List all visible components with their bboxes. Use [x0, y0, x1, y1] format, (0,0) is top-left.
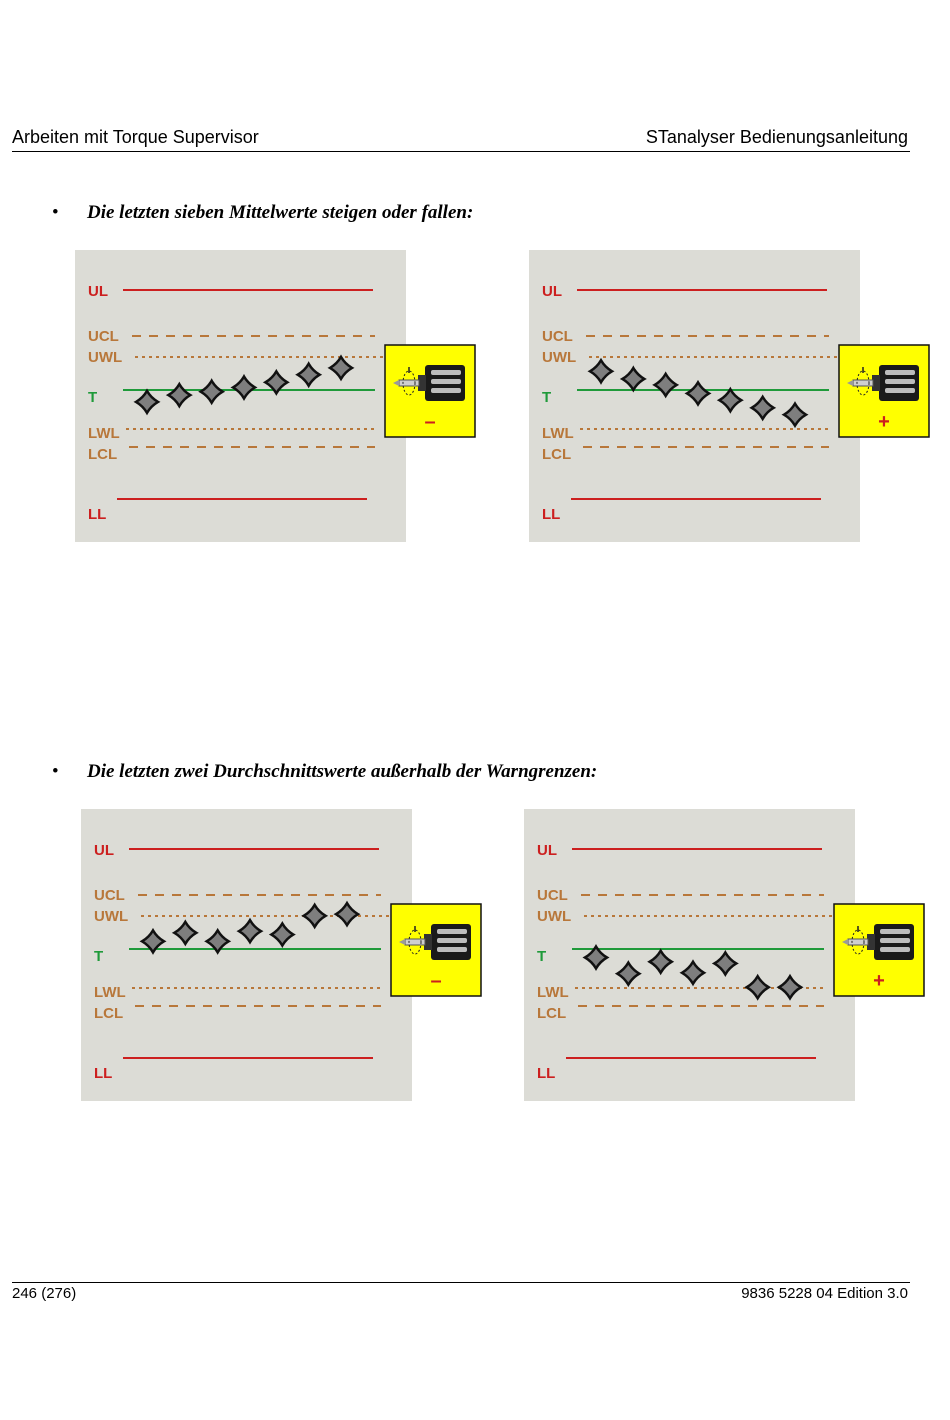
tool-adjust-badge: –: [390, 903, 482, 997]
spc-chart-svg: UL UCL UWL T LWL LCL LL –: [81, 809, 482, 1101]
adjust-sign: +: [878, 411, 890, 433]
adjust-sign: –: [430, 970, 441, 992]
tool-adjust-badge: –: [384, 344, 476, 438]
data-point-marker: [749, 394, 777, 422]
limit-label-ll: LL: [537, 1065, 555, 1082]
limit-label-lwl: LWL: [94, 984, 126, 1001]
limit-label-lcl: LCL: [94, 1005, 123, 1022]
header-chapter-title: Arbeiten mit Torque Supervisor: [12, 127, 259, 147]
data-point-marker: [139, 927, 167, 955]
data-point-marker: [614, 960, 642, 988]
nutrunner-icon: [842, 924, 914, 960]
limit-label-lcl: LCL: [537, 1005, 566, 1022]
tool-adjust-badge: +: [838, 344, 930, 438]
section-heading-warning: Die letzten zwei Durchschnittswerte auße…: [87, 761, 598, 782]
data-point-marker: [236, 917, 264, 945]
adjust-sign: +: [873, 970, 885, 992]
limit-label-ucl: UCL: [88, 328, 119, 345]
spc-chart-svg: UL UCL UWL T LWL LCL LL –: [75, 250, 476, 542]
data-point-marker: [198, 378, 226, 406]
data-point-marker: [204, 927, 232, 955]
limit-label-ll: LL: [542, 506, 560, 523]
chart-background: [524, 809, 855, 1101]
tool-adjust-badge: +: [833, 903, 925, 997]
adjust-sign: –: [424, 411, 435, 433]
limit-label-ucl: UCL: [94, 887, 125, 904]
data-point-marker: [333, 900, 361, 928]
bullet-marker: •: [52, 202, 59, 223]
chart-background: [75, 250, 406, 542]
data-point-marker: [781, 401, 809, 429]
data-point-marker: [327, 354, 355, 382]
limit-label-lcl: LCL: [542, 446, 571, 463]
limit-label-lwl: LWL: [537, 984, 569, 1001]
footer-page-number: 246 (276): [12, 1285, 77, 1302]
limit-label-ul: UL: [542, 283, 562, 300]
limit-label-uwl: UWL: [542, 349, 576, 366]
data-point-marker: [744, 973, 772, 1001]
nutrunner-icon: [393, 365, 465, 401]
data-point-marker: [171, 919, 199, 947]
data-point-marker: [716, 386, 744, 414]
limit-label-ul: UL: [94, 842, 114, 859]
data-point-marker: [652, 371, 680, 399]
limit-label-uwl: UWL: [88, 349, 122, 366]
limit-label-ucl: UCL: [542, 328, 573, 345]
limit-label-t: T: [94, 948, 103, 965]
header-manual-title: STanalyser Bedienungsanleitung: [645, 127, 908, 147]
data-point-marker: [619, 365, 647, 393]
limit-label-lcl: LCL: [88, 446, 117, 463]
limit-label-uwl: UWL: [537, 908, 571, 925]
data-point-marker: [268, 921, 296, 949]
spc-chart-svg: UL UCL UWL T LWL LCL LL +: [524, 809, 925, 1101]
nutrunner-icon: [399, 924, 471, 960]
data-point-marker: [582, 943, 610, 972]
data-point-marker: [301, 902, 329, 930]
data-point-marker: [230, 373, 258, 401]
data-point-marker: [133, 388, 161, 416]
limit-label-ll: LL: [94, 1065, 112, 1082]
header-rule: [12, 151, 910, 152]
chart-above-warning: UL UCL UWL T LWL LCL LL –: [81, 809, 492, 1101]
data-point-marker: [587, 357, 615, 385]
bullet-marker: •: [52, 761, 59, 782]
chart-background: [81, 809, 412, 1101]
data-point-marker: [684, 379, 712, 407]
footer-rule: [12, 1282, 910, 1283]
data-point-marker: [295, 361, 323, 389]
data-point-marker: [711, 949, 739, 977]
limit-label-t: T: [537, 948, 546, 965]
nutrunner-icon: [847, 365, 919, 401]
data-point-marker: [679, 959, 707, 987]
limit-label-ul: UL: [88, 283, 108, 300]
chart-below-warning: UL UCL UWL T LWL LCL LL +: [524, 809, 935, 1101]
limit-label-t: T: [542, 389, 551, 406]
limit-label-ul: UL: [537, 842, 557, 859]
limit-label-lwl: LWL: [542, 425, 574, 442]
limit-label-t: T: [88, 389, 97, 406]
limit-label-lwl: LWL: [88, 425, 120, 442]
data-point-marker: [262, 368, 290, 396]
chart-falling-trend: UL UCL UWL T LWL LCL LL +: [529, 250, 940, 542]
spc-chart-svg: UL UCL UWL T LWL LCL LL +: [529, 250, 930, 542]
data-point-marker: [776, 973, 804, 1001]
chart-rising-trend: UL UCL UWL T LWL LCL LL –: [75, 250, 486, 542]
data-point-marker: [165, 381, 193, 409]
section-heading-trend: Die letzten sieben Mittelwerte steigen o…: [87, 202, 474, 223]
limit-label-ucl: UCL: [537, 887, 568, 904]
limit-label-uwl: UWL: [94, 908, 128, 925]
limit-label-ll: LL: [88, 506, 106, 523]
data-point-marker: [647, 948, 675, 976]
footer-document-number: 9836 5228 04 Edition 3.0: [741, 1285, 908, 1302]
